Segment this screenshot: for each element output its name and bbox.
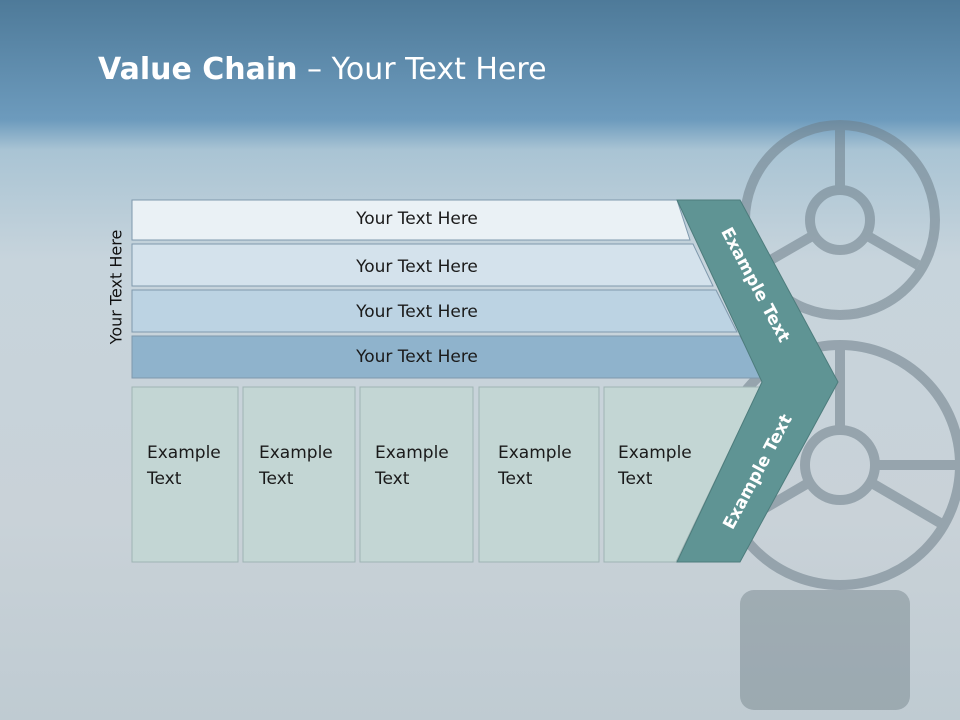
box-line1: Example — [618, 443, 692, 463]
activity-box-2 — [242, 386, 356, 563]
row-label-4: Your Text Here — [356, 347, 478, 367]
box-line2: Text — [375, 469, 410, 489]
row-label-2: Your Text Here — [356, 257, 478, 277]
diagram-reflection — [0, 562, 960, 702]
activity-box-1 — [131, 386, 239, 563]
box-line1: Example — [498, 443, 572, 463]
row-label-3: Your Text Here — [356, 302, 478, 322]
activity-box-4 — [478, 386, 600, 563]
box-line2: Text — [618, 469, 653, 489]
box-line2: Text — [147, 469, 182, 489]
row-bar-3 — [131, 289, 738, 333]
title-rest: – Your Text Here — [297, 52, 547, 87]
title-bold: Value Chain — [98, 52, 298, 87]
film-projector-image — [715, 120, 960, 710]
slide-title: Value Chain – Your Text Here — [98, 52, 547, 87]
box-line1: Example — [259, 443, 333, 463]
row-bar-1 — [131, 199, 691, 241]
box-line2: Text — [259, 469, 294, 489]
activity-box-5 — [603, 386, 761, 563]
box-line1: Example — [375, 443, 449, 463]
row-bar-2 — [131, 243, 714, 287]
activity-box-3 — [359, 386, 474, 563]
box-line1: Example — [147, 443, 221, 463]
chevron-arrow — [676, 199, 839, 563]
row-label-1: Your Text Here — [356, 209, 478, 229]
box-line2: Text — [498, 469, 533, 489]
